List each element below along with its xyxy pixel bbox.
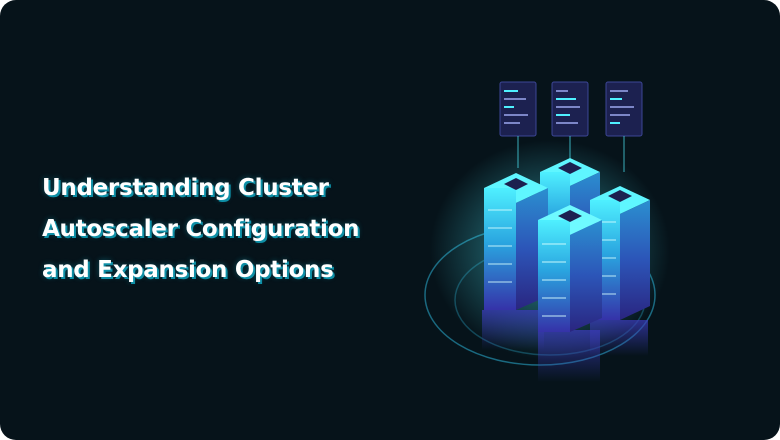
headline-line-3: and Expansion Options bbox=[42, 257, 334, 283]
data-panel-3-icon bbox=[605, 81, 643, 172]
tower-reflections bbox=[482, 310, 648, 382]
data-panels bbox=[499, 81, 643, 172]
headline: Understanding Cluster Autoscaler Configu… bbox=[42, 168, 359, 291]
data-panel-1-icon bbox=[499, 81, 537, 168]
headline-line-1: Understanding Cluster bbox=[42, 175, 329, 201]
server-tower-front bbox=[538, 205, 602, 332]
data-panel-2-icon bbox=[551, 81, 589, 160]
server-cluster-icon bbox=[424, 81, 670, 382]
headline-line-2: Autoscaler Configuration bbox=[42, 216, 360, 242]
